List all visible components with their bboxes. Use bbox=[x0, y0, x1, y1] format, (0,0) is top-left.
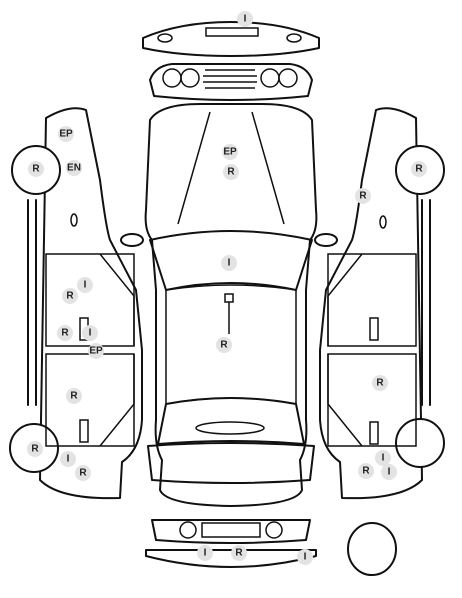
svg-text:R: R bbox=[70, 391, 78, 402]
svg-text:R: R bbox=[359, 191, 367, 202]
svg-text:R: R bbox=[66, 291, 74, 302]
damage-marker[interactable]: R bbox=[66, 388, 82, 404]
damage-marker[interactable]: EP bbox=[58, 126, 74, 142]
damage-marker[interactable]: R bbox=[411, 161, 427, 177]
damage-marker[interactable]: R bbox=[57, 325, 73, 341]
damage-marker[interactable]: I bbox=[197, 545, 213, 561]
svg-text:I: I bbox=[304, 552, 307, 563]
svg-text:EP: EP bbox=[59, 129, 73, 140]
svg-text:I: I bbox=[228, 258, 231, 269]
svg-text:EP: EP bbox=[223, 147, 237, 158]
damage-marker[interactable]: I bbox=[60, 451, 76, 467]
damage-marker[interactable]: R bbox=[216, 337, 232, 353]
rear-bumper[interactable] bbox=[145, 549, 317, 568]
right-side-view[interactable] bbox=[319, 107, 445, 500]
svg-text:R: R bbox=[220, 340, 228, 351]
svg-text:EN: EN bbox=[67, 163, 81, 174]
damage-marker[interactable]: R bbox=[223, 164, 239, 180]
car-body-top-view[interactable] bbox=[120, 103, 338, 507]
damage-markers: I EP R EN R I R I R I EP R R I R EP R I … bbox=[27, 11, 427, 565]
svg-text:I: I bbox=[67, 454, 70, 465]
rear-lights[interactable] bbox=[151, 519, 311, 544]
damage-marker[interactable]: I bbox=[82, 325, 98, 341]
damage-marker[interactable]: R bbox=[28, 161, 44, 177]
svg-text:I: I bbox=[382, 453, 385, 464]
damage-marker[interactable]: R bbox=[27, 441, 43, 457]
front-bumper[interactable] bbox=[142, 21, 320, 57]
svg-text:I: I bbox=[204, 548, 207, 559]
damage-marker[interactable]: R bbox=[372, 375, 388, 391]
svg-text:R: R bbox=[31, 444, 39, 455]
damage-marker[interactable]: I bbox=[237, 11, 253, 27]
svg-text:I: I bbox=[244, 14, 247, 25]
svg-text:R: R bbox=[79, 468, 87, 479]
svg-text:R: R bbox=[362, 466, 370, 477]
svg-text:I: I bbox=[388, 467, 391, 478]
damage-marker[interactable]: I bbox=[77, 277, 93, 293]
damage-marker[interactable]: EP bbox=[88, 343, 104, 359]
svg-text:R: R bbox=[227, 167, 235, 178]
svg-text:EP: EP bbox=[89, 346, 103, 357]
svg-text:I: I bbox=[89, 328, 92, 339]
front-grille[interactable] bbox=[149, 63, 313, 101]
damage-marker[interactable]: R bbox=[231, 545, 247, 561]
damage-marker[interactable]: EN bbox=[66, 160, 82, 176]
svg-text:R: R bbox=[32, 164, 40, 175]
damage-marker[interactable]: I bbox=[297, 549, 313, 565]
damage-marker[interactable]: I bbox=[381, 464, 397, 480]
damage-marker[interactable]: R bbox=[62, 288, 78, 304]
svg-text:R: R bbox=[61, 328, 69, 339]
damage-marker[interactable]: R bbox=[75, 465, 91, 481]
spare-wheel[interactable] bbox=[347, 522, 397, 576]
svg-text:R: R bbox=[376, 378, 384, 389]
svg-text:I: I bbox=[84, 280, 87, 291]
damage-marker[interactable]: R bbox=[355, 188, 371, 204]
damage-marker[interactable]: R bbox=[358, 463, 374, 479]
damage-marker[interactable]: I bbox=[375, 450, 391, 466]
damage-marker[interactable]: EP bbox=[222, 144, 238, 160]
damage-marker[interactable]: I bbox=[221, 255, 237, 271]
svg-text:R: R bbox=[415, 164, 423, 175]
svg-text:R: R bbox=[235, 548, 243, 559]
